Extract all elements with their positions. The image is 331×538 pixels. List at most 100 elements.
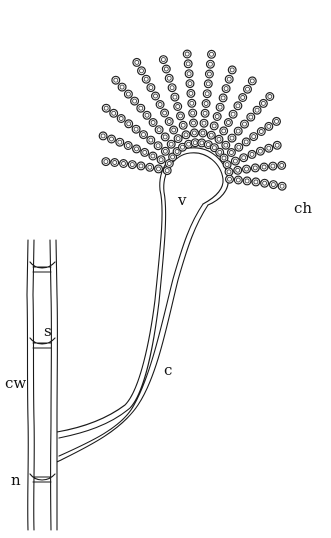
conidium [244,85,252,93]
stalk-right-wall [57,205,208,462]
conidium [179,121,187,129]
conidium [243,177,251,185]
conidium [171,93,179,101]
conidium [203,90,211,98]
conidium [117,115,125,123]
conidium [108,135,116,143]
conidium [157,156,165,164]
conidium [234,102,242,110]
conidium [202,100,210,108]
conidium [112,76,120,84]
conidium [278,182,286,190]
conidium [165,74,173,82]
conidium [240,154,248,162]
conidium [187,90,195,98]
conidium [186,80,194,88]
conidium [174,135,182,143]
conidium [133,59,141,67]
conidium [174,103,182,111]
conidium [261,179,269,187]
conidium [137,104,145,112]
conidium [137,162,145,170]
conidium [228,134,236,142]
conidium [225,168,233,176]
conidium [228,66,236,74]
conidium [160,56,168,64]
conidium [168,84,176,92]
conidium [239,94,247,102]
conidium [128,161,136,169]
conidium [269,162,277,170]
hypha-outer-left-wall [27,295,28,530]
conidium [170,126,178,134]
conidium [142,75,150,83]
conidium [273,141,281,149]
conidium [161,133,169,141]
conidium [155,126,163,134]
conidium [200,119,208,127]
label-ch: ch [294,199,312,217]
conidium [250,133,258,141]
conidium [207,131,215,139]
conidium [242,138,250,146]
conidium [183,50,191,58]
conidium [235,143,243,151]
conidium [149,119,157,127]
conidium [152,92,160,100]
conidium [132,125,140,133]
conidium [253,106,261,114]
conidium [257,147,265,155]
conidium [208,50,216,58]
conidium [226,175,234,183]
conidium [167,140,175,148]
conidium [191,129,199,137]
label-c: c [164,361,172,379]
conidium [228,149,236,157]
conidium [222,141,230,149]
conidium [241,120,249,128]
conidium [247,113,255,121]
conidium [273,118,281,126]
conidium [201,109,209,117]
conidium [156,101,164,109]
conidium [234,176,242,184]
conidium [266,93,274,101]
conidium [133,145,141,153]
conidium [225,75,233,83]
label-s: s [44,322,52,340]
label-cw: cw [5,374,26,392]
conidium [234,127,242,135]
conidium [248,151,256,159]
stalk-inner-left [59,192,166,438]
conidium [147,84,155,92]
conidium [124,90,132,98]
conidium [251,164,259,172]
conidium [220,127,228,135]
conidium [189,109,197,117]
conidium [248,77,256,85]
conidium [149,152,157,160]
conidium [161,109,169,117]
stalk-inner-right [59,204,203,456]
conidiophore-stalk [57,190,208,462]
conidium [223,161,231,169]
conidium [260,100,268,108]
conidium [260,163,268,171]
conidium [234,166,242,174]
conidium [165,118,173,126]
conidium [182,131,190,139]
conidium [243,165,251,173]
conidium [184,60,192,68]
conidium [147,136,155,144]
conidium [143,111,151,119]
conidium [213,113,221,121]
conidium [207,60,215,68]
conidium [140,131,148,139]
conidium [146,163,154,171]
conidium [265,123,273,131]
stalk-left-wall [57,190,162,432]
conidium [177,112,185,120]
conidium [111,159,119,167]
